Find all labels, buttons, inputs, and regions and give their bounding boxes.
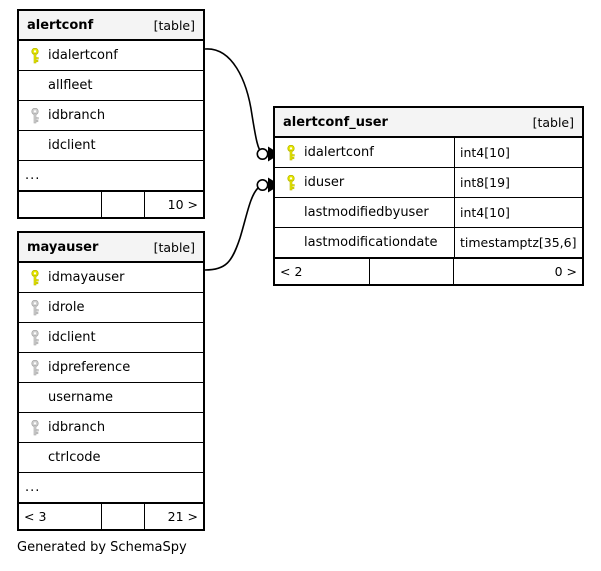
table-row[interactable]: ctrlcode	[19, 443, 203, 473]
table-type-tag: [table]	[153, 239, 195, 255]
primary-key-icon	[281, 174, 301, 191]
column-cell: lastmodifiedbyuser	[275, 198, 454, 227]
column-cell: idalertconf	[19, 41, 203, 70]
table-header-mayauser: mayauser [table]	[19, 233, 203, 263]
column-type: int4[10]	[454, 198, 582, 227]
column-name: idclient	[48, 330, 96, 345]
column-name: idalertconf	[304, 145, 374, 160]
foreign-key-icon	[25, 359, 45, 376]
column-type: int8[19]	[454, 168, 582, 197]
column-name: username	[48, 390, 113, 405]
footer-right-count: 10 >	[167, 197, 198, 212]
table-name: mayauser	[27, 239, 99, 255]
column-cell: ctrlcode	[19, 443, 203, 472]
table-row[interactable]: idclient	[19, 131, 203, 161]
table-row[interactable]: lastmodifiedbyuser int4[10]	[275, 198, 582, 228]
table-row[interactable]: idrole	[19, 293, 203, 323]
foreign-key-icon	[25, 107, 45, 124]
column-type: int4[10]	[454, 138, 582, 167]
table-row[interactable]: idbranch	[19, 101, 203, 131]
column-cell: idbranch	[19, 101, 203, 130]
column-type: timestamptz[35,6]	[454, 228, 582, 257]
column-cell: idpreference	[19, 353, 203, 382]
more-columns-ellipsis: ...	[25, 168, 41, 183]
table-header-alertconf-user: alertconf_user [table]	[275, 108, 582, 138]
column-name: lastmodificationdate	[304, 235, 438, 250]
table-row[interactable]: idbranch	[19, 413, 203, 443]
table-row[interactable]: lastmodificationdate timestamptz[35,6]	[275, 228, 582, 258]
table-row[interactable]: idclient	[19, 323, 203, 353]
table-row[interactable]: idpreference	[19, 353, 203, 383]
column-cell: username	[19, 383, 203, 412]
table-row[interactable]: allfleet	[19, 71, 203, 101]
table-header-alertconf: alertconf [table]	[19, 11, 203, 41]
more-columns-ellipsis: ...	[25, 480, 41, 495]
footer-left-count: < 2	[275, 259, 370, 284]
footer-right-count: 0 >	[554, 264, 577, 279]
column-name: idbranch	[48, 108, 106, 123]
table-row[interactable]: username	[19, 383, 203, 413]
column-name: iduser	[304, 175, 345, 190]
column-cell: idclient	[19, 323, 203, 352]
footer-middle-count	[102, 192, 145, 217]
table-row[interactable]: idalertconf int4[10]	[275, 138, 582, 168]
table-node-alertconf[interactable]: alertconf [table] idalertconf	[17, 9, 205, 219]
column-name: lastmodifiedbyuser	[304, 205, 429, 220]
column-cell: idalertconf	[275, 138, 454, 167]
foreign-key-icon	[25, 329, 45, 346]
column-name: idmayauser	[48, 270, 125, 285]
edge-mayauser-to-alertconf_user	[204, 187, 259, 271]
column-name: idalertconf	[48, 48, 118, 63]
column-name: idclient	[48, 138, 96, 153]
table-row[interactable]: iduser int8[19]	[275, 168, 582, 198]
primary-key-icon	[25, 47, 45, 64]
table-row-more-columns: ...	[19, 161, 203, 191]
primary-key-icon	[281, 144, 301, 161]
table-footer-alertconf: 10 >	[19, 191, 203, 217]
table-node-mayauser[interactable]: mayauser [table] idmayauser	[17, 231, 205, 531]
table-footer-alertconf-user: < 2 0 >	[275, 258, 582, 284]
table-name: alertconf	[27, 17, 94, 33]
edge-endpoint-circle	[256, 179, 269, 192]
table-row-more-columns: ...	[19, 473, 203, 503]
footer-right-count: 21 >	[167, 509, 198, 524]
column-cell: idmayauser	[19, 263, 203, 292]
column-cell: iduser	[275, 168, 454, 197]
table-row[interactable]: idmayauser	[19, 263, 203, 293]
foreign-key-icon	[25, 299, 45, 316]
footer-middle-count	[370, 259, 454, 284]
primary-key-icon	[25, 269, 45, 286]
column-cell: lastmodificationdate	[275, 228, 454, 257]
foreign-key-icon	[25, 419, 45, 436]
column-name: idpreference	[48, 360, 131, 375]
table-type-tag: [table]	[532, 114, 574, 130]
column-cell: idclient	[19, 131, 203, 160]
column-name: idrole	[48, 300, 85, 315]
table-row[interactable]: idalertconf	[19, 41, 203, 71]
column-name: idbranch	[48, 420, 106, 435]
edge-endpoint-circle	[256, 148, 269, 161]
table-node-alertconf-user[interactable]: alertconf_user [table] idalertconf int4[…	[273, 106, 584, 286]
footer-middle-count	[102, 504, 145, 529]
footer-left-count	[19, 192, 102, 217]
column-cell: idrole	[19, 293, 203, 322]
edge-alertconf-to-alertconf_user	[204, 48, 263, 154]
column-name: ctrlcode	[48, 450, 101, 465]
column-name: allfleet	[48, 78, 93, 93]
generated-by-caption: Generated by SchemaSpy	[17, 540, 187, 555]
column-cell: idbranch	[19, 413, 203, 442]
table-name: alertconf_user	[283, 114, 388, 130]
table-type-tag: [table]	[153, 17, 195, 33]
table-footer-mayauser: < 3 21 >	[19, 503, 203, 529]
column-cell: allfleet	[19, 71, 203, 100]
footer-left-count: < 3	[19, 504, 102, 529]
